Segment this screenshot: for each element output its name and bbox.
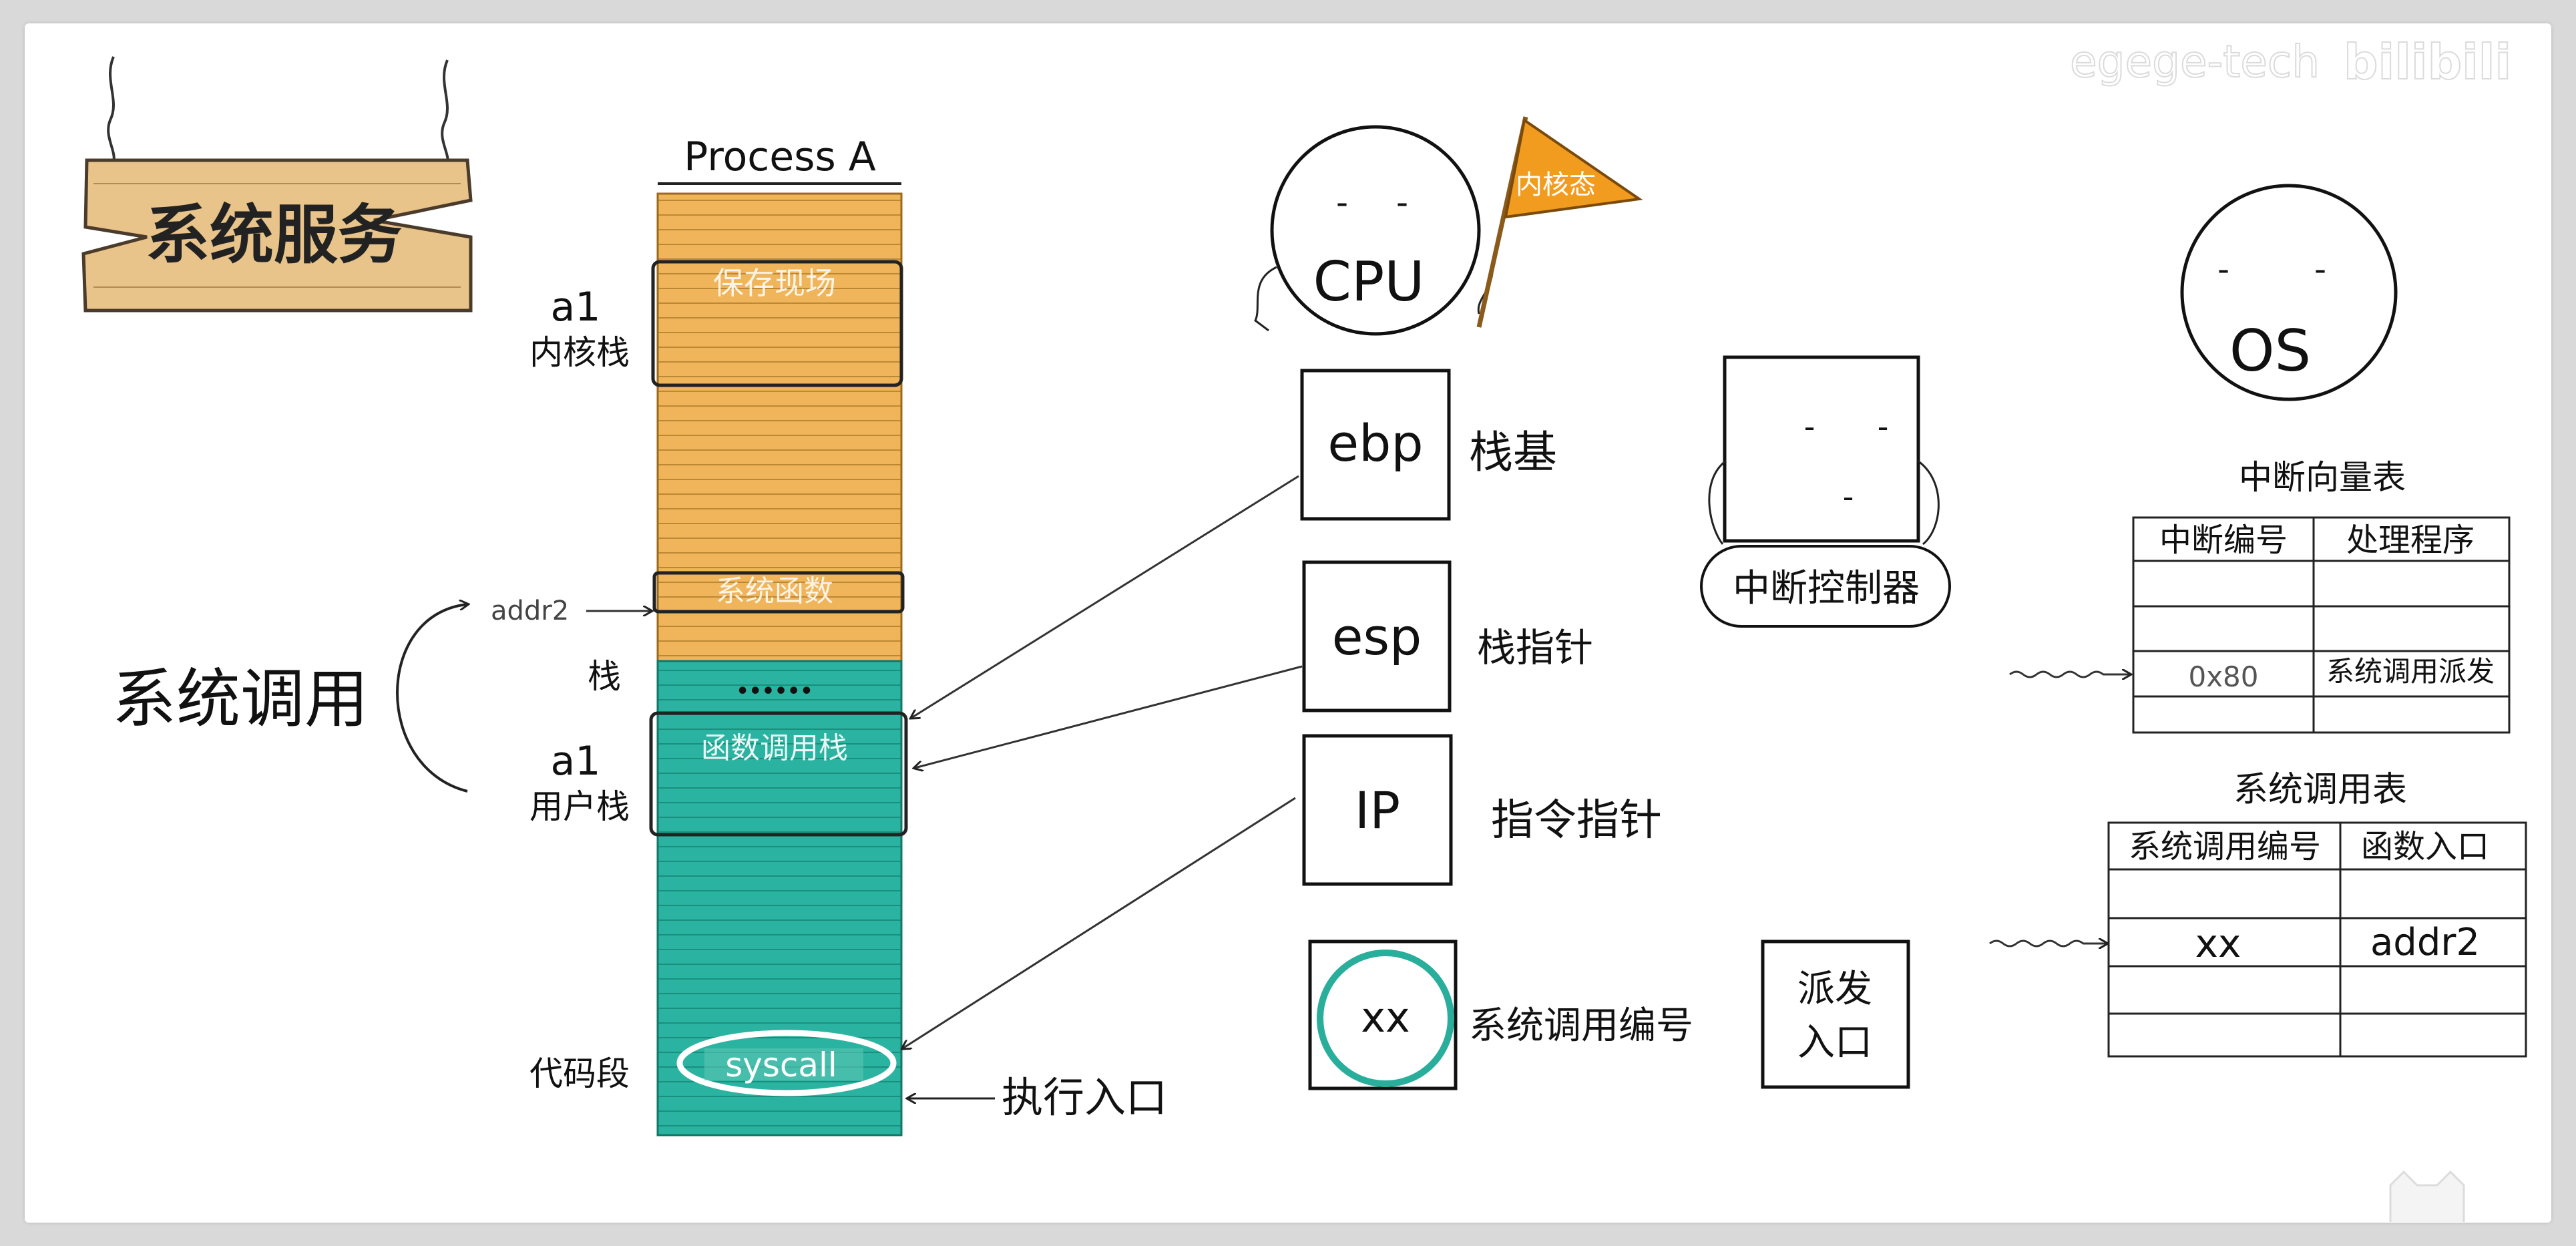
syscall-table: 系统调用表 系统调用编号 函数入口 xx addr2: [1989, 770, 2527, 1058]
corner-cat-icon: [2389, 1170, 2465, 1222]
ivt-header-number: 中断编号: [2159, 522, 2288, 559]
esp-arrow: [915, 665, 1303, 768]
system-function-label: 系统函数: [716, 574, 833, 608]
code-segment-label: 代码段: [529, 1054, 630, 1093]
dispatch-entry-line2: 入口: [1797, 1021, 1872, 1064]
syscall-cell-entry: addr2: [2370, 921, 2480, 964]
kernel-stack-label: 内核栈: [529, 333, 630, 372]
kernel-tag: a1: [551, 284, 601, 331]
syscall-table-title: 系统调用表: [2233, 770, 2407, 810]
watermark-text: egege-tech: [2070, 36, 2320, 87]
register-xx-name: xx: [1361, 993, 1410, 1042]
syscall-cell-number: xx: [2195, 921, 2241, 966]
stack-label: 栈: [588, 657, 621, 696]
flag-label: 内核态: [1516, 170, 1596, 200]
register-esp-name: esp: [1332, 607, 1422, 666]
register-ebp-desc: 栈基: [1469, 427, 1557, 478]
svg-text:-: -: [1804, 409, 1815, 445]
register-syscall-number: xx 系统调用编号: [1308, 940, 1693, 1090]
sign-rope-left: [107, 56, 116, 164]
memory-stripes: [658, 200, 901, 1126]
ivt-header-handler: 处理程序: [2346, 522, 2475, 559]
cpu: - - CPU 内核态: [1254, 116, 1643, 336]
os-circle: [2180, 184, 2398, 401]
save-context-block: [651, 260, 903, 387]
ebp-arrow: [911, 475, 1299, 718]
function-call-stack-block: [649, 711, 908, 837]
execution-entry-label: 执行入口: [1002, 1073, 1167, 1122]
user-stack-label: 用户栈: [529, 787, 630, 826]
dispatch-entry-line1: 派发: [1797, 968, 1872, 1011]
process-title: Process A: [684, 134, 876, 180]
bilibili-logo: bilibili: [2344, 34, 2511, 90]
svg-text:-: -: [1843, 479, 1854, 515]
register-ebp-name: ebp: [1327, 413, 1423, 473]
svg-text:-: -: [1336, 183, 1348, 222]
register-xx-desc: 系统调用编号: [1469, 1004, 1693, 1048]
watermark: egege-tech bilibili: [2069, 33, 2512, 91]
svg-text:-: -: [2217, 250, 2229, 288]
interrupt-controller-pill: [1700, 545, 1951, 628]
svg-text:-: -: [2314, 250, 2326, 288]
save-context-label: 保存现场: [713, 265, 836, 301]
kernel-stack-region: [656, 192, 903, 662]
ivt-signal-arrow: [2009, 672, 2130, 677]
ivt-title: 中断向量表: [2239, 458, 2406, 497]
svg-text:-: -: [1878, 409, 1889, 445]
kernel-mode-flag: [1504, 118, 1643, 219]
register-esp-desc: 栈指针: [1477, 625, 1593, 670]
register-ip: IP 指令指针: [1302, 734, 1662, 886]
syscall-label: 系统调用: [112, 662, 369, 737]
sign-title: 系统服务: [146, 198, 402, 272]
stack-dots: ••••••: [736, 680, 813, 703]
sign-board: [81, 158, 473, 313]
svg-text:-: -: [1396, 183, 1408, 222]
process-a: Process A 保存现场 系统函数 •••••• 函数调用栈 syscall: [649, 134, 908, 1136]
system-function-block: [652, 571, 905, 614]
syscall-header-number: 系统调用编号: [2129, 828, 2321, 865]
function-call-stack-label: 函数调用栈: [701, 731, 848, 765]
register-esp: esp 栈指针: [1302, 560, 1593, 712]
syscall-curve-arrow: [396, 604, 467, 793]
interrupt-controller: - - - 中断控制器: [1700, 355, 1951, 628]
user-tag: a1: [551, 738, 601, 785]
addr2-label: addr2: [491, 596, 569, 626]
register-ip-desc: 指令指针: [1491, 796, 1662, 845]
sign-rope-right: [441, 59, 449, 166]
syscall-number-circle: [1317, 950, 1454, 1087]
cpu-circle: [1270, 125, 1481, 336]
os: - - OS: [2180, 184, 2398, 401]
ip-arrow: [903, 797, 1296, 1048]
interrupt-vector-table: 中断向量表 中断编号 处理程序 0x80 系统调用派发: [2009, 458, 2511, 734]
interrupt-controller-label: 中断控制器: [1733, 567, 1920, 610]
dispatch-entry: 派发 入口: [1761, 940, 1910, 1089]
syscall-highlight: [676, 1030, 897, 1096]
register-ip-name: IP: [1355, 781, 1400, 840]
os-label: OS: [2229, 318, 2311, 385]
cpu-label: CPU: [1313, 250, 1425, 314]
register-ebp: ebp 栈基: [1300, 369, 1557, 521]
syscall-instruction: syscall: [725, 1046, 837, 1084]
syscall-signal-arrow: [1989, 941, 2107, 946]
syscall-header-entry: 函数入口: [2361, 828, 2489, 865]
ivt-cell-number: 0x80: [2188, 660, 2258, 693]
title-sign: 系统服务: [81, 56, 473, 313]
ivt-cell-handler: 系统调用派发: [2326, 655, 2495, 688]
